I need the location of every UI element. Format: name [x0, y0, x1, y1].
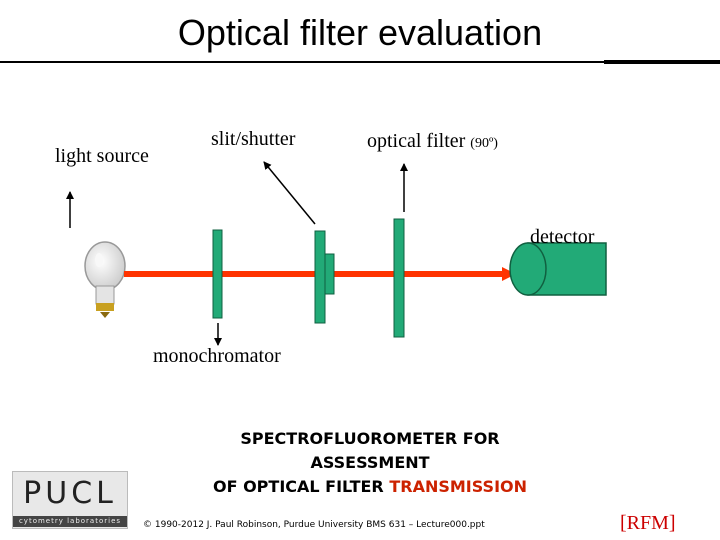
filter-angle-label: (90º)	[470, 136, 498, 151]
caption-line-2: ASSESSMENT	[310, 453, 430, 472]
caption-line-3-prefix: OF OPTICAL FILTER	[212, 477, 384, 496]
monochromator-label: monochromator	[153, 345, 281, 367]
rfm-tag: [RFM]	[620, 512, 676, 534]
shutter-tab	[324, 253, 335, 295]
copyright-notice: © 1990-2012 J. Paul Robinson, Purdue Uni…	[143, 520, 485, 530]
shutter-plate	[314, 230, 326, 324]
slit-shutter-label: slit/shutter	[211, 128, 296, 150]
title-rule	[0, 61, 720, 63]
diagram-caption: SPECTROFLUOROMETER FOR ASSESSMENT OF OPT…	[170, 427, 570, 499]
logo-subtitle: cytometry laboratories	[13, 516, 127, 527]
optical-filter-label: optical filter (90º)	[367, 130, 498, 153]
slit-shutter-pointer	[263, 161, 316, 225]
light-bulb-icon	[84, 241, 126, 318]
title-rule-accent	[604, 60, 720, 64]
detector-cylinder	[509, 242, 607, 296]
caption-highlight: TRANSMISSION	[389, 477, 528, 496]
logo-wordmark: PUCL	[23, 476, 117, 511]
page-title: Optical filter evaluation	[177, 12, 543, 53]
caption-line-3: OF OPTICAL FILTER TRANSMISSION	[170, 475, 570, 499]
pucl-logo: PUCL cytometry laboratories	[12, 471, 128, 529]
caption-line-1: SPECTROFLUOROMETER FOR	[240, 429, 500, 448]
optical-filter-plate	[393, 218, 405, 338]
detector-label: detector	[530, 226, 595, 248]
slit-plate	[212, 229, 223, 319]
light-source-label: light source	[55, 145, 149, 167]
optical-filter-text: optical filter	[367, 130, 466, 152]
